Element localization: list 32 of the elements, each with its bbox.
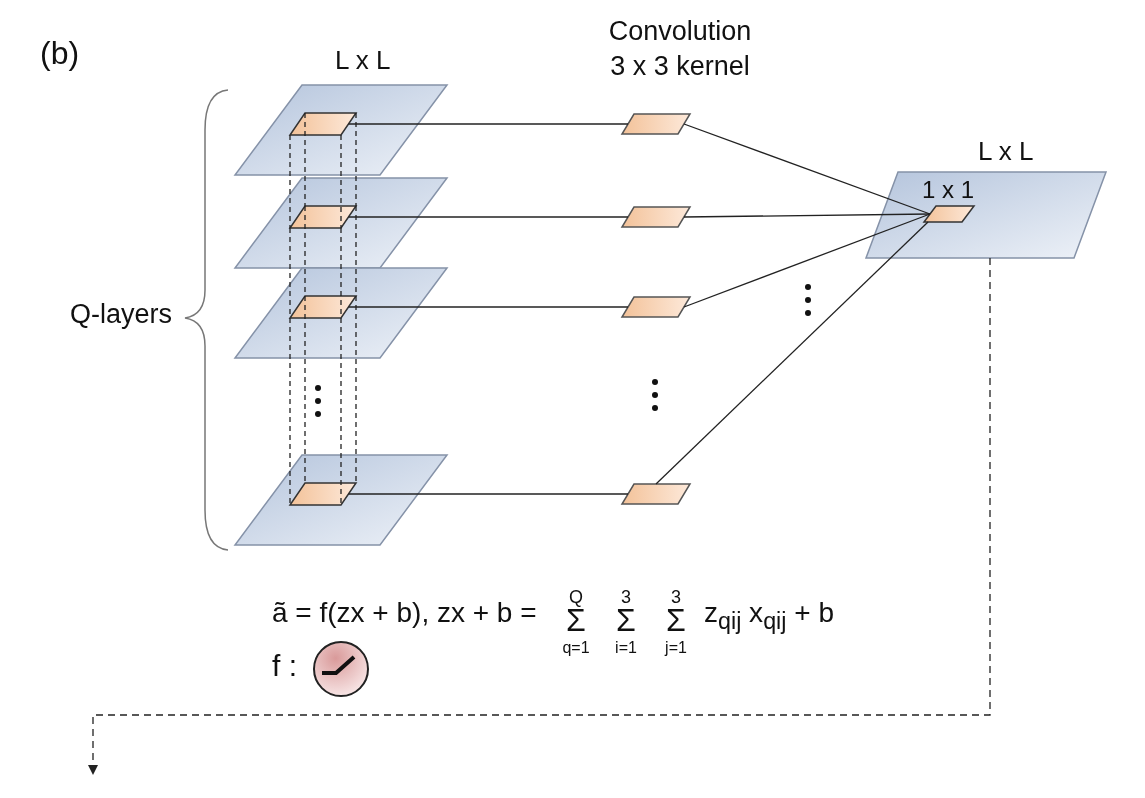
dashed-arrow — [87, 257, 991, 776]
formula-text: ã = f(zx + b), zx + b = — [272, 596, 537, 630]
sum-symbol: 3 Σ j=1 — [663, 588, 688, 658]
brace-label: Q-layers — [70, 298, 172, 331]
connector-line — [683, 213, 931, 218]
layer-plane — [235, 268, 447, 358]
dashed-line — [340, 134, 342, 229]
panel-label: (b) — [40, 34, 80, 73]
dashed-line — [340, 317, 342, 506]
dashed-line — [355, 295, 357, 484]
layer-plane — [235, 178, 447, 268]
connector-line — [347, 216, 629, 218]
sum-symbol: Q Σ q=1 — [561, 588, 591, 658]
function-label: f : — [272, 648, 297, 684]
size-label: 1 x 1 — [922, 176, 975, 204]
kernel-caption: Convolution 3 x 3 kernel — [607, 15, 753, 84]
connector-line — [347, 123, 629, 125]
connector-line — [655, 221, 929, 485]
dashed-line — [289, 134, 291, 229]
connector-line — [347, 493, 629, 495]
formula-text: z$_{qij}$ x$_{qij}$ + b — [704, 596, 834, 636]
connector-line — [683, 123, 931, 215]
dashed-line — [304, 112, 306, 207]
connector-line — [683, 213, 931, 308]
sum-symbol: 3 Σ i=1 — [614, 588, 638, 658]
connector-line — [347, 306, 629, 308]
size-label: L x L — [335, 45, 391, 76]
dashed-line — [289, 317, 291, 506]
layer-plane — [235, 455, 447, 545]
size-label: L x L — [978, 136, 1034, 167]
dashed-line — [355, 112, 357, 207]
dashed-line — [304, 295, 306, 484]
